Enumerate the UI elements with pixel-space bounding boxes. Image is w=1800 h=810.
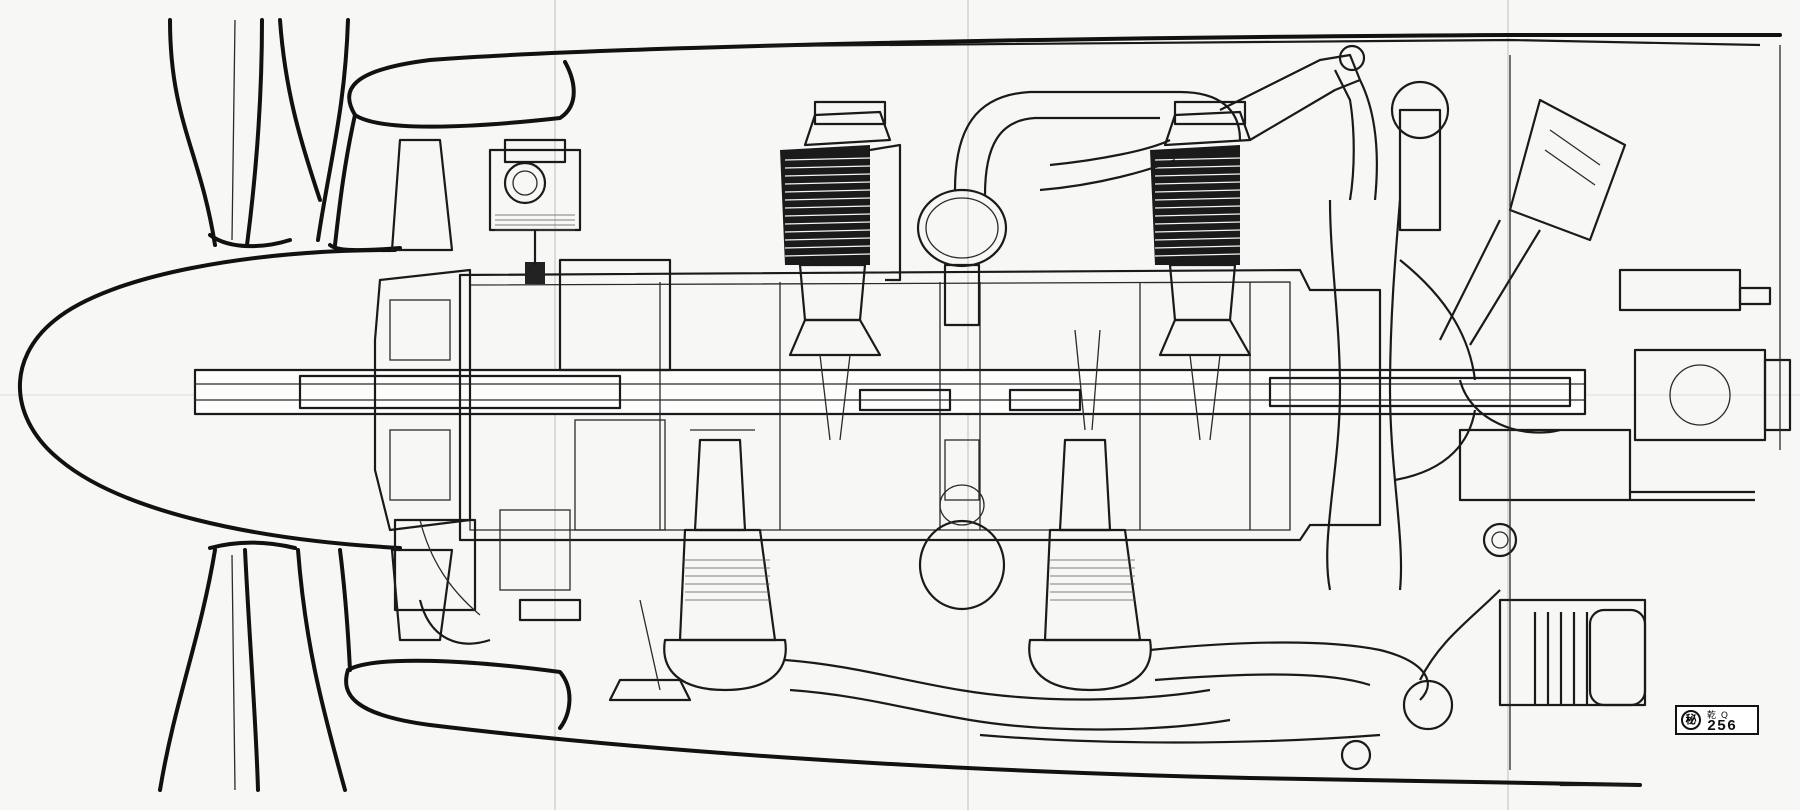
lower-cylinder-rear bbox=[1028, 438, 1152, 692]
top-ducting bbox=[953, 44, 1378, 201]
lower-piping bbox=[784, 589, 1501, 771]
upper-cylinder-front bbox=[780, 100, 902, 357]
lower-cylinder-front bbox=[663, 429, 787, 692]
connecting-rods bbox=[819, 329, 1221, 441]
stamp-code: 乾 Q bbox=[1707, 711, 1729, 721]
magneto-unit bbox=[488, 138, 582, 284]
drawing-stamp: 秘 乾 Q 256 bbox=[1675, 705, 1759, 735]
propeller-blades bbox=[158, 18, 350, 792]
stamp-seal-mark: 秘 bbox=[1681, 710, 1701, 730]
governor-housing bbox=[418, 598, 692, 702]
stamp-number: 256 bbox=[1707, 718, 1738, 735]
propeller-shaft bbox=[193, 368, 1587, 416]
upper-cylinder-rear bbox=[1150, 100, 1252, 357]
accessory-drive bbox=[1458, 268, 1792, 707]
supercharger-section bbox=[1326, 80, 1627, 591]
engine-cowling bbox=[333, 33, 1782, 787]
centre-manifold bbox=[916, 188, 1008, 611]
reduction-gear-section bbox=[373, 258, 672, 616]
rear-frame-lines bbox=[1509, 45, 1781, 770]
